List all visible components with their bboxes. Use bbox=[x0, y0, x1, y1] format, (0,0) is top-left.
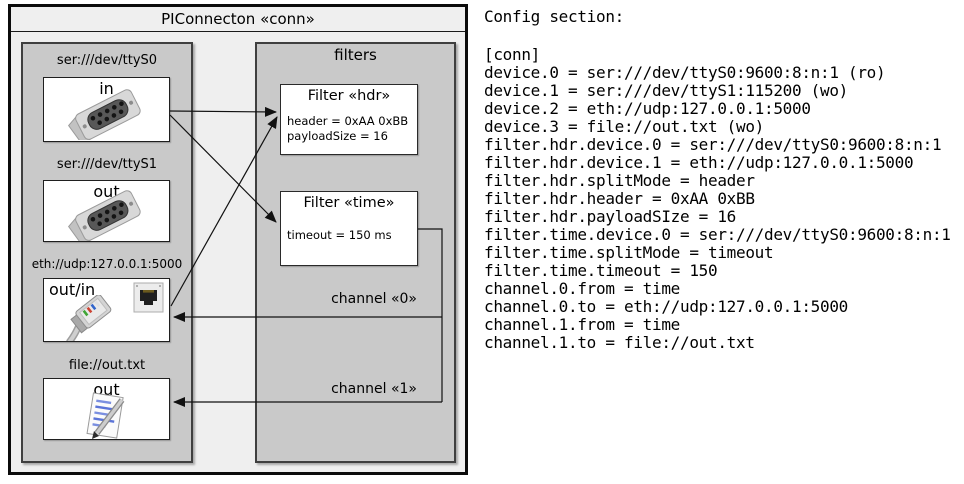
config-line: device.0 = ser:///dev/ttyS0:9600:8:n:1 (… bbox=[484, 63, 886, 82]
channel-0-label: channel «0» bbox=[331, 291, 417, 307]
device-label-ttys1: ser:///dev/ttyS1 bbox=[56, 157, 158, 172]
notes-icon bbox=[78, 392, 136, 443]
device-label-ttys0: ser:///dev/ttyS0 bbox=[56, 53, 158, 68]
channel-1-label: channel «1» bbox=[331, 381, 417, 397]
device-box-eth: out/in bbox=[43, 278, 170, 345]
config-line: filter.time.splitMode = timeout bbox=[484, 243, 774, 262]
config-line: filter.time.timeout = 150 bbox=[484, 261, 718, 280]
devices-group: ser:///dev/ttyS0 in bbox=[21, 42, 193, 463]
filters-group-label: filters bbox=[334, 46, 377, 64]
config-line: device.3 = file://out.txt (wo) bbox=[484, 117, 764, 136]
diagram-title: PIConnecton «conn» bbox=[11, 7, 465, 32]
config-line: filter.time.device.0 = ser:///dev/ttyS0:… bbox=[484, 225, 951, 244]
piconnecton-diagram: PIConnecton «conn» ser:///dev/ttyS0 in bbox=[8, 4, 468, 475]
config-line: channel.1.to = file://out.txt bbox=[484, 333, 755, 352]
port-label: in bbox=[99, 79, 114, 98]
serial-connector-icon bbox=[60, 189, 154, 248]
config-line: filter.hdr.payloadSIze = 16 bbox=[484, 207, 736, 226]
config-line: filter.hdr.device.1 = eth://udp:127.0.0.… bbox=[484, 153, 914, 172]
port-label: out bbox=[93, 182, 120, 201]
config-line: channel.0.from = time bbox=[484, 279, 680, 298]
config-line: device.1 = ser:///dev/ttyS1:115200 (wo) bbox=[484, 81, 848, 100]
config-line: device.2 = eth://udp:127.0.0.1:5000 bbox=[484, 99, 811, 118]
device-label-file: file://out.txt bbox=[68, 358, 146, 373]
config-line: [conn] bbox=[484, 45, 540, 64]
config-line: filter.hdr.device.0 = ser:///dev/ttyS0:9… bbox=[484, 135, 942, 154]
filter-hdr-box: Filter «hdr» header = 0xAA 0xBB payloadS… bbox=[280, 84, 418, 155]
device-box-file: out bbox=[43, 378, 170, 440]
filter-hdr-title: Filter «hdr» bbox=[307, 88, 391, 104]
config-line: filter.hdr.splitMode = header bbox=[484, 171, 755, 190]
filter-hdr-prop-payloadsize: payloadSize = 16 bbox=[287, 129, 388, 143]
device-box-ttys0: in bbox=[43, 77, 170, 147]
ethernet-cable-icon bbox=[56, 294, 122, 345]
port-label: out/in bbox=[49, 280, 96, 299]
device-label-eth: eth://udp:127.0.0.1:5000 bbox=[31, 257, 183, 271]
ethernet-jack-icon bbox=[133, 282, 164, 317]
filter-time-box: Filter «time» timeout = 150 ms bbox=[280, 191, 418, 266]
config-line: channel.0.to = eth://udp:127.0.0.1:5000 bbox=[484, 297, 848, 316]
serial-connector-icon bbox=[60, 88, 154, 147]
device-box-ttys1: out bbox=[43, 180, 170, 248]
filter-hdr-prop-header: header = 0xAA 0xBB bbox=[287, 114, 409, 128]
config-heading: Config section: bbox=[484, 7, 624, 26]
config-lines: [conn] device.0 = ser:///dev/ttyS0:9600:… bbox=[484, 46, 962, 352]
filter-time-title: Filter «time» bbox=[303, 195, 395, 211]
config-section: Config section: [conn] device.0 = ser://… bbox=[484, 8, 962, 352]
filter-time-prop-timeout: timeout = 150 ms bbox=[287, 228, 392, 242]
config-line: filter.hdr.header = 0xAA 0xBB bbox=[484, 189, 755, 208]
config-line: channel.1.from = time bbox=[484, 315, 680, 334]
filters-group: filters Filter «hdr» header = 0xAA 0xBB … bbox=[255, 42, 456, 463]
